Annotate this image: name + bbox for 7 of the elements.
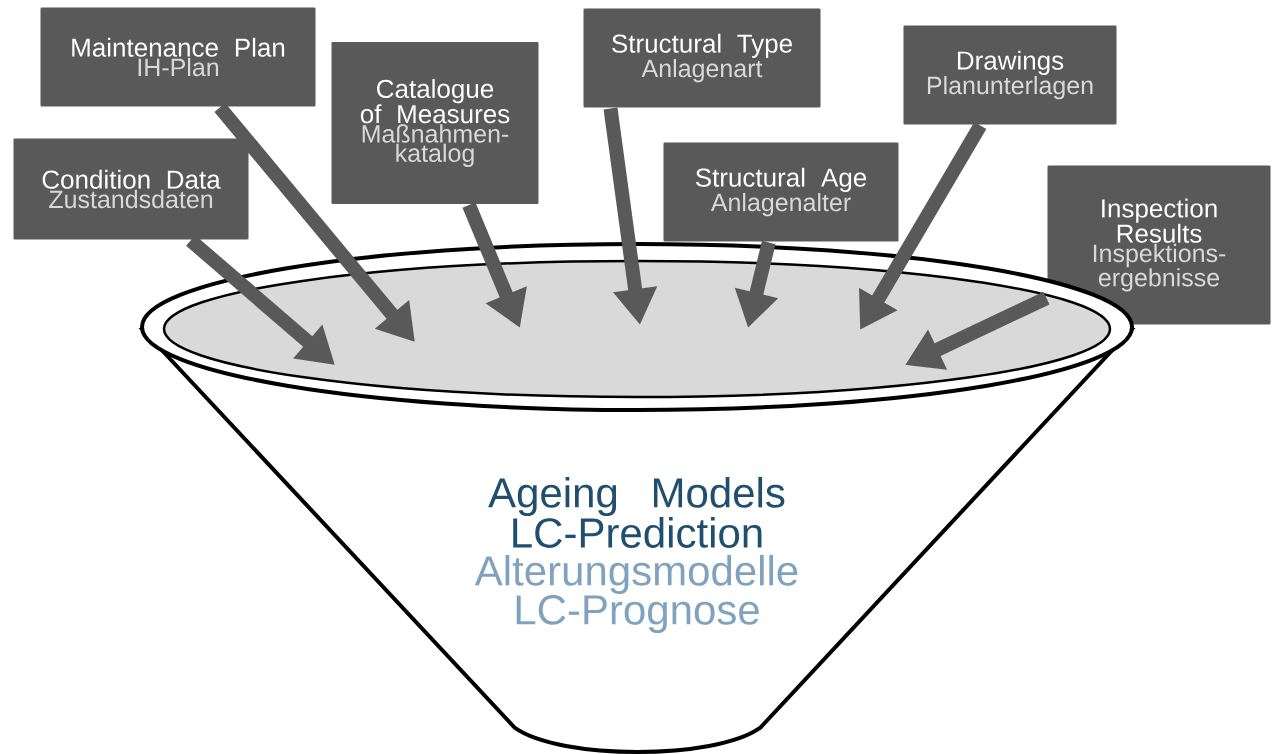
label-box: Drawings Planunterlagen: [902, 24, 1118, 126]
label-box: Structural Age Anlagenalter: [662, 141, 900, 243]
label-box: Maintenance Plan IH-Plan: [39, 6, 317, 108]
label-box: Condition Data Zustandsdaten: [12, 137, 250, 241]
label-box: Catalogue of Measures Maßnahmen- katalog: [330, 41, 540, 205]
label-box: Structural Type Anlagenart: [582, 7, 822, 109]
label-box: Inspection Results Inspektions- ergebnisse: [1046, 164, 1272, 326]
